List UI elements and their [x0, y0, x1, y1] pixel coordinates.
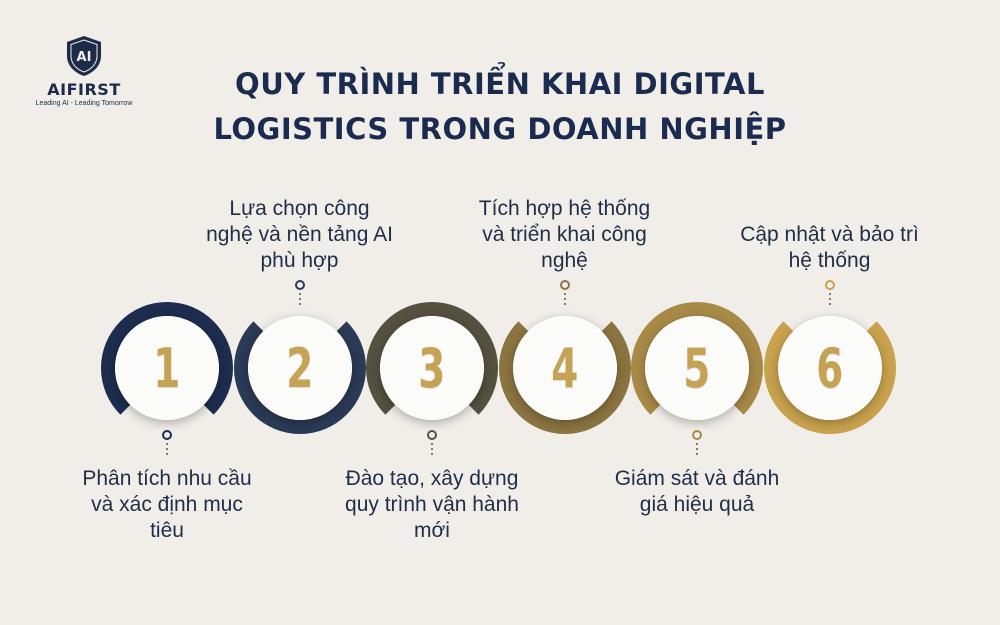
- step-6-number: 6: [815, 336, 844, 400]
- step-3-circle: 3: [380, 316, 484, 420]
- title-line-1: QUY TRÌNH TRIỂN KHAI DIGITAL: [235, 67, 765, 101]
- shield-logo-icon: AI: [67, 36, 101, 76]
- step-5-connector: [691, 430, 703, 458]
- brand-tagline: Leading AI - Leading Tomorrow: [35, 100, 133, 107]
- step-4-label: Tích hợp hệ thống và triển khai công ngh…: [478, 197, 651, 272]
- step-4-circle: 4: [512, 316, 617, 420]
- step-3-connector: [426, 430, 438, 458]
- logo-mark: AI: [77, 50, 92, 65]
- step-5-label: Giám sát và đánh giá hiệu quả: [614, 467, 780, 516]
- step-6-connector: [824, 280, 836, 308]
- step-5-number: 5: [683, 336, 711, 400]
- step-2-circle: 2: [247, 316, 352, 420]
- step-3-number: 3: [418, 336, 446, 400]
- step-4-number: 4: [550, 336, 579, 400]
- brand-name: AIFIRST: [47, 80, 121, 99]
- step-5-circle: 5: [645, 316, 749, 420]
- step-6-circle: 6: [777, 316, 882, 420]
- step-1-number: 1: [153, 336, 181, 400]
- brand-logo: AI AIFIRST Leading AI - Leading Tomorrow: [24, 34, 144, 107]
- step-4-connector: [559, 280, 571, 308]
- step-1-circle: 1: [115, 316, 219, 420]
- step-1-label: Phân tích nhu cầu và xác định mục tiêu: [82, 467, 252, 542]
- step-1-connector: [161, 430, 173, 458]
- step-2-number: 2: [285, 336, 314, 400]
- step-2-connector: [294, 280, 306, 308]
- title-line-2: LOGISTICS TRONG DOANH NGHIỆP: [213, 112, 787, 146]
- step-2-label: Lựa chọn công nghệ và nền tảng AI phù hợ…: [206, 197, 393, 272]
- step-6-label: Cập nhật và bảo trì hệ thống: [740, 223, 919, 272]
- step-3-label: Đào tạo, xây dựng quy trình vận hành mới: [345, 467, 519, 542]
- page-title: QUY TRÌNH TRIỂN KHAI DIGITAL LOGISTICS T…: [150, 62, 850, 152]
